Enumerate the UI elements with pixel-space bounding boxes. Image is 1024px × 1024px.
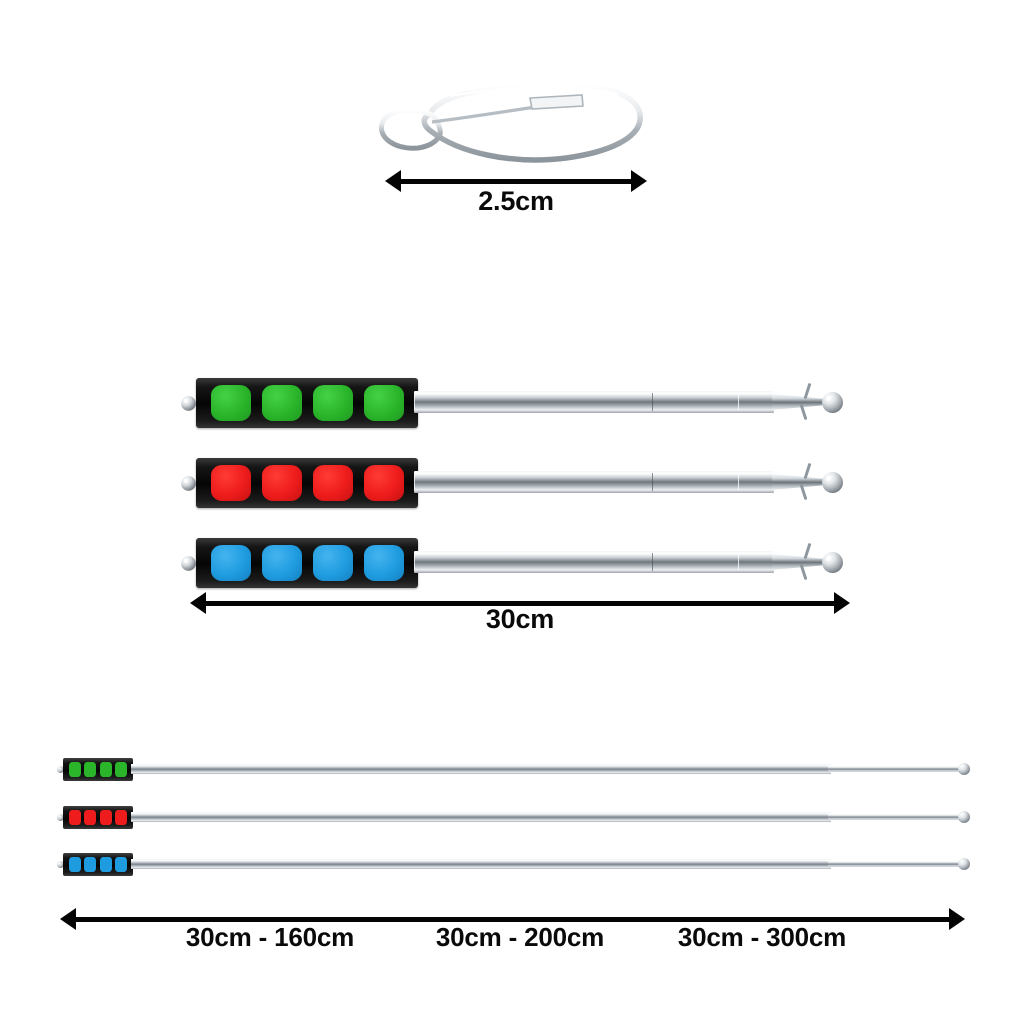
arrow-head-right [949,908,965,930]
telescopic-tip-taper [772,554,828,570]
telescopic-shaft [414,391,774,413]
arrow-head-right [834,592,850,614]
grip-pad [363,385,404,421]
extended-handle-blue [63,853,133,876]
extended-rod-section-1 [131,859,831,869]
grip-pad [99,857,112,872]
extended-range-label-green: 30cm - 160cm [185,922,355,952]
grip-pad [115,762,128,777]
extended-rod-section-2 [828,814,963,820]
pointer-tip-ball-icon [822,392,843,413]
grip-pad [68,857,81,872]
clip-dimension-label: 2.5cm [478,186,554,216]
grip-pad [363,545,404,581]
pointer-handle-green [196,378,418,428]
grip-pad [210,465,251,501]
pointer-tip-ball-icon [958,763,970,775]
extended-handle-red [63,806,133,829]
tip-hook-icon [803,382,812,400]
grip-pad [210,545,251,581]
spring-clip-illustration [370,70,650,170]
extended-length-dimension-arrow [60,908,965,930]
grip-pad [68,762,81,777]
grip-pad [99,762,112,777]
spring-clip-icon [379,82,643,163]
pointer-tip-ball-icon [822,552,843,573]
handle-end-knob-icon [181,556,196,571]
collapsed-length-label: 30cm [485,604,555,634]
grip-pad [363,465,404,501]
grip-pad [68,810,81,825]
grip-pad [261,465,302,501]
grip-pad [115,857,128,872]
pointer-tip-ball-icon [958,858,970,870]
handle-end-knob-icon [181,396,196,411]
telescopic-shaft [414,551,774,573]
arrow-head-right [631,170,647,192]
handle-end-knob-icon [181,476,196,491]
extended-rod-section-2 [828,861,963,867]
grip-pad [261,385,302,421]
extended-range-label-blue: 30cm - 300cm [677,922,847,952]
grip-pad [210,385,251,421]
collapsed-length-dimension-arrow [190,592,850,614]
grip-pad [99,810,112,825]
extended-range-label-red: 30cm - 200cm [435,922,605,952]
extended-handle-green [63,758,133,781]
pointer-handle-red [196,458,418,508]
handle-end-knob-icon [57,766,64,773]
tip-hook-icon [803,462,812,480]
tip-hook-icon [803,542,812,560]
pointer-tip-ball-icon [822,472,843,493]
arrow-bar [396,178,636,184]
arrow-bar [71,916,954,922]
arrow-bar [201,600,839,606]
handle-end-knob-icon [57,814,64,821]
telescopic-tip-taper [772,474,828,490]
telescopic-shaft [414,471,774,493]
extended-rod-section-1 [131,764,831,774]
pointer-tip-ball-icon [958,811,970,823]
grip-pad [261,545,302,581]
clip-dimension-arrow [385,170,647,192]
telescopic-tip-taper [772,394,828,410]
extended-rod-section-1 [131,812,831,822]
grip-pad [312,385,353,421]
arrow-head-left [60,908,76,930]
grip-pad [84,810,97,825]
arrow-head-left [385,170,401,192]
arrow-head-left [190,592,206,614]
grip-pad [115,810,128,825]
pointer-handle-blue [196,538,418,588]
extended-rod-section-2 [828,766,963,772]
grip-pad [84,762,97,777]
grip-pad [84,857,97,872]
grip-pad [312,465,353,501]
grip-pad [312,545,353,581]
handle-end-knob-icon [57,861,64,868]
